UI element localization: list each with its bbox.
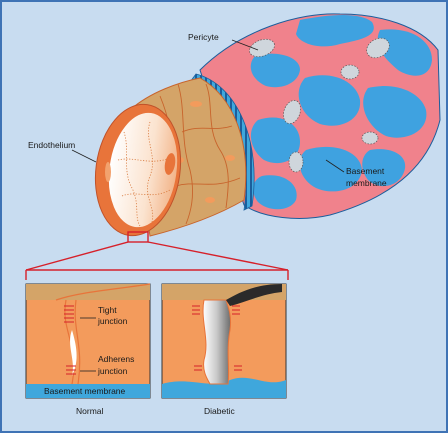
lumen-opening bbox=[94, 103, 182, 237]
diabetic-panel bbox=[161, 283, 287, 399]
endothelium-label: Endothelium bbox=[28, 140, 75, 150]
basement-membrane-label-line2: membrane bbox=[346, 178, 387, 188]
normal-caption: Normal bbox=[76, 406, 104, 416]
pericyte-label: Pericyte bbox=[188, 32, 219, 42]
tight-junction-label-line1: Tight bbox=[98, 305, 117, 315]
zoom-region bbox=[127, 231, 149, 243]
pericyte-layer bbox=[199, 13, 441, 219]
basement-membrane-label-line1: Basement bbox=[346, 166, 385, 176]
diabetic-caption: Diabetic bbox=[204, 406, 235, 416]
panel-basement-membrane-label: Basement membrane bbox=[44, 386, 126, 396]
normal-panel bbox=[25, 283, 151, 399]
adherens-junction-label-line2: junction bbox=[97, 366, 128, 376]
adherens-junction-label-line1: Adherens bbox=[98, 354, 134, 364]
tight-junction-label-line2: junction bbox=[97, 316, 128, 326]
